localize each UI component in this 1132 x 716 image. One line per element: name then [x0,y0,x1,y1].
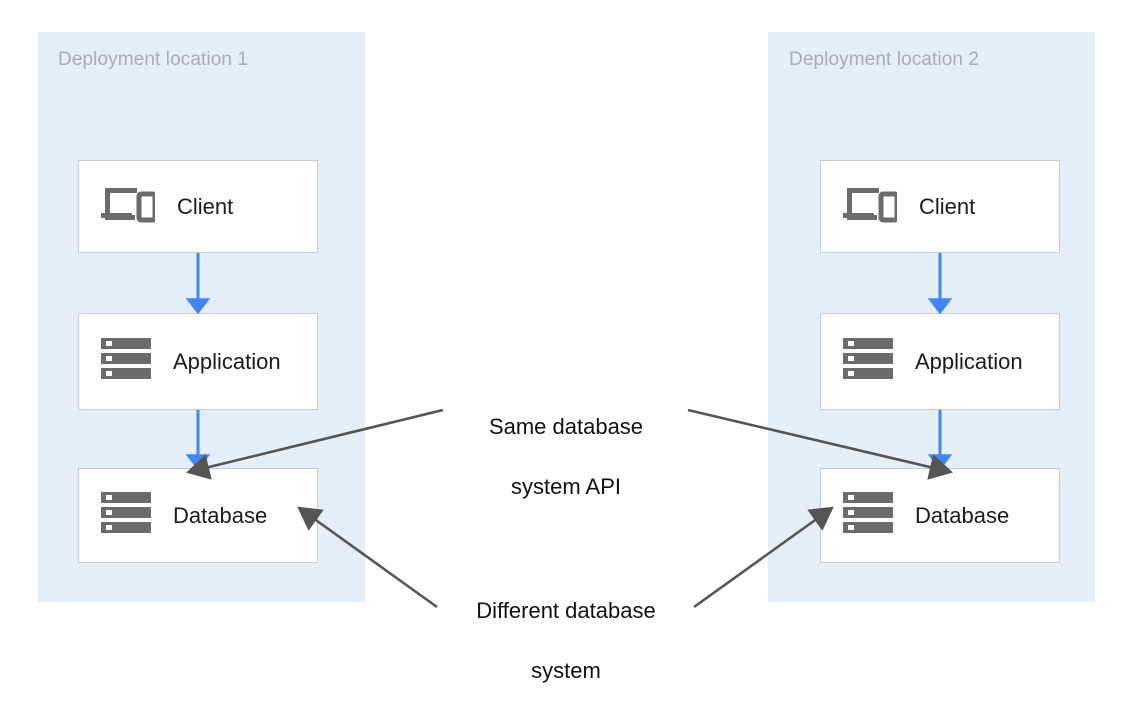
node-application-2[interactable]: Application [820,313,1060,410]
server-icon [843,491,893,540]
node-database-1[interactable]: Database [78,468,318,563]
node-client-2[interactable]: Client [820,160,1060,253]
node-client-1[interactable]: Client [78,160,318,253]
node-application-2-label: Application [915,348,1023,374]
callout-different-system-line-1: Different database [476,598,656,623]
node-database-2-label: Database [915,502,1010,528]
server-icon [101,491,151,540]
callout-same-api-line-2: system API [510,474,622,499]
deployment-zone-2-title: Deployment location 2 [789,49,980,70]
callout-different-database-system: Different database system [441,566,691,716]
server-icon [101,337,151,386]
callout-same-api-line-1: Same database [488,414,644,439]
node-application-1-label: Application [173,348,281,374]
devices-icon [843,184,900,229]
node-database-1-label: Database [173,502,268,528]
callout-different-system-line-2: system [531,658,601,683]
node-client-2-label: Client [919,193,976,219]
deployment-zone-1-title: Deployment location 1 [58,49,249,70]
node-database-2[interactable]: Database [820,468,1060,563]
node-application-1[interactable]: Application [78,313,318,410]
callout-same-database-system-api: Same database system API [441,382,691,532]
diagram-canvas: Deployment location 1 Client Application [38,32,1095,683]
devices-icon [101,184,158,229]
node-client-1-label: Client [177,193,234,219]
server-icon [843,337,893,386]
